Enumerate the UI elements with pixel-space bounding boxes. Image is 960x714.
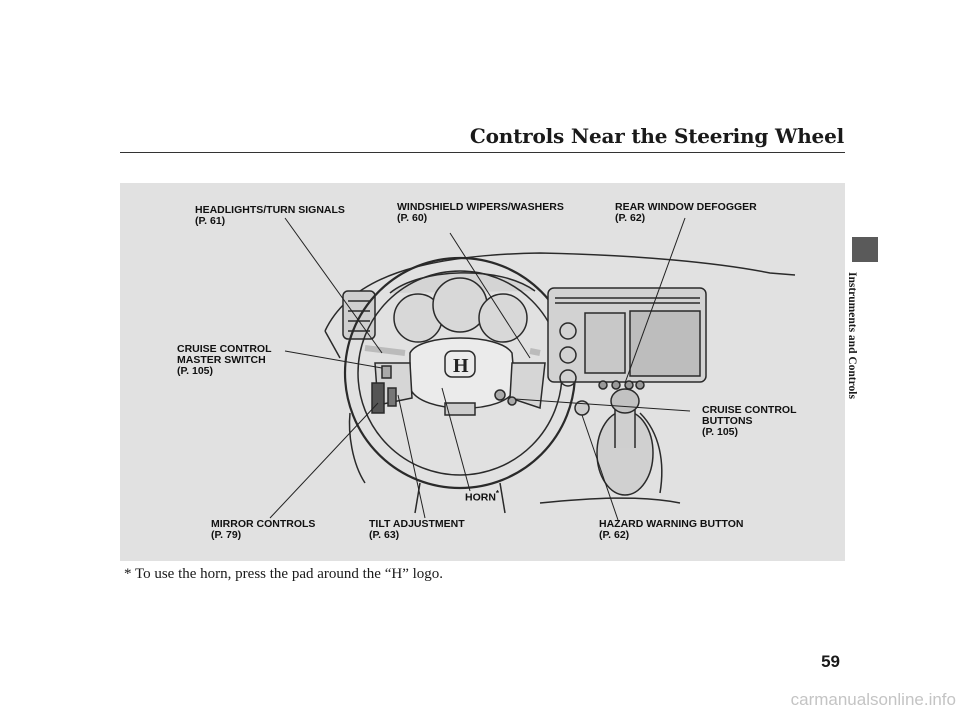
- watermark: carmanualsonline.info: [790, 690, 956, 709]
- horn-footnote: * To use the horn, press the pad around …: [124, 566, 443, 583]
- callout-label-line2: MASTER SWITCH: [177, 354, 266, 366]
- callout-windshield-wipers-washers: WINDSHIELD WIPERS/WASHERS (P. 60): [397, 202, 564, 224]
- footnote-mark: *: [495, 489, 500, 498]
- footnote-text: To use the horn, press the pad around th…: [134, 566, 444, 582]
- callout-horn: HORN*: [465, 488, 499, 504]
- callout-cruise-control-master-switch: CRUISE CONTROL MASTER SWITCH (P. 105): [177, 344, 272, 377]
- callout-label: HAZARD WARNING BUTTON: [599, 518, 744, 530]
- callout-page: (P. 79): [211, 529, 242, 541]
- callout-label-line2: BUTTONS: [702, 415, 753, 427]
- callout-page: (P. 105): [177, 365, 213, 377]
- callout-page: (P. 61): [195, 215, 226, 227]
- steering-wheel-figure: H: [120, 183, 845, 561]
- callout-headlights-turn-signals: HEADLIGHTS/TURN SIGNALS (P. 61): [195, 205, 345, 227]
- callout-page: (P. 63): [369, 529, 400, 541]
- callout-label: HEADLIGHTS/TURN SIGNALS: [195, 204, 345, 216]
- page-title: Controls Near the Steering Wheel: [469, 124, 844, 148]
- callout-label-line1: CRUISE CONTROL: [177, 343, 272, 355]
- callout-page: (P. 62): [615, 212, 646, 224]
- callout-cruise-control-buttons: CRUISE CONTROL BUTTONS (P. 105): [702, 405, 797, 438]
- callout-page: (P. 62): [599, 529, 630, 541]
- callout-page: (P. 60): [397, 212, 428, 224]
- section-tab: [852, 237, 878, 262]
- callout-rear-window-defogger: REAR WINDOW DEFOGGER (P. 62): [615, 202, 757, 224]
- callout-label: TILT ADJUSTMENT: [369, 518, 465, 530]
- callout-label: HORN: [465, 491, 496, 504]
- callout-label: WINDSHIELD WIPERS/WASHERS: [397, 201, 564, 213]
- footnote-mark: *: [124, 566, 132, 582]
- dashboard-illustration: H: [269, 217, 796, 521]
- callout-mirror-controls: MIRROR CONTROLS (P. 79): [211, 519, 315, 541]
- callout-label: MIRROR CONTROLS: [211, 518, 316, 530]
- callout-label: REAR WINDOW DEFOGGER: [615, 201, 757, 213]
- svg-text:H: H: [453, 355, 469, 377]
- callout-hazard-warning-button: HAZARD WARNING BUTTON (P. 62): [599, 519, 743, 541]
- page-number: 59: [821, 652, 840, 671]
- section-label: Instruments and Controls: [846, 272, 858, 399]
- callout-label-line1: CRUISE CONTROL: [702, 404, 797, 416]
- title-rule: [120, 152, 845, 153]
- callout-page: (P. 105): [702, 426, 738, 438]
- callout-tilt-adjustment: TILT ADJUSTMENT (P. 63): [369, 519, 465, 541]
